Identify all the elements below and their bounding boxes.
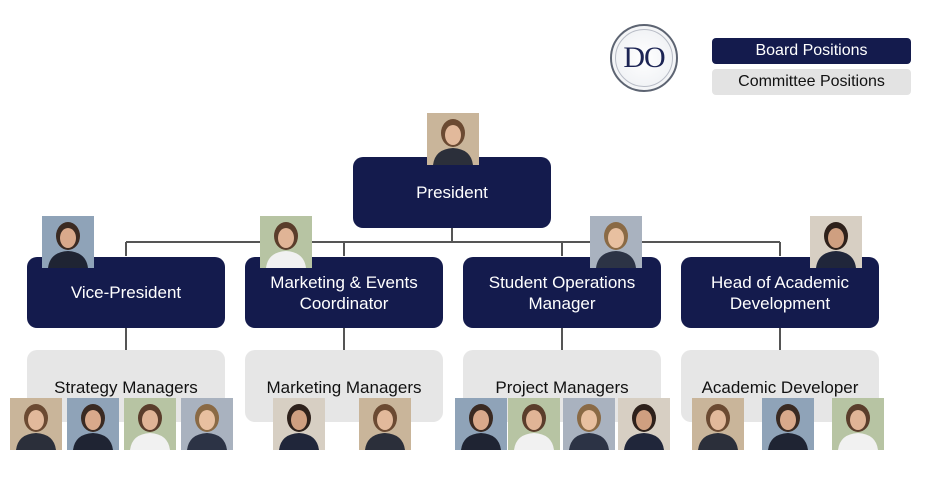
marketing-manager-photo (273, 398, 325, 450)
person-silhouette-icon (618, 398, 670, 450)
person-silhouette-icon (832, 398, 884, 450)
vice-president-box: Vice-President (27, 257, 225, 328)
person-silhouette-icon (124, 398, 176, 450)
person-silhouette-icon (10, 398, 62, 450)
strategy-manager-photo (124, 398, 176, 450)
project-manager-photo (563, 398, 615, 450)
strategy-manager-photo (181, 398, 233, 450)
person-silhouette-icon (762, 398, 814, 450)
operations-manager-photo (590, 216, 642, 268)
project-manager-photo (508, 398, 560, 450)
organization-logo: DO (610, 24, 678, 92)
person-silhouette-icon (563, 398, 615, 450)
project-manager-photo (455, 398, 507, 450)
marketing-coordinator-photo (260, 216, 312, 268)
person-silhouette-icon (455, 398, 507, 450)
academic-developer-photo (832, 398, 884, 450)
academic-developer-photo (762, 398, 814, 450)
person-silhouette-icon (427, 113, 479, 165)
marketing-manager-photo (359, 398, 411, 450)
person-silhouette-icon (273, 398, 325, 450)
person-silhouette-icon (42, 216, 94, 268)
person-silhouette-icon (260, 216, 312, 268)
academic-head-photo (810, 216, 862, 268)
legend-committee-positions: Committee Positions (712, 69, 911, 95)
legend-board-positions: Board Positions (712, 38, 911, 64)
president-photo (427, 113, 479, 165)
student-operations-manager-box: Student Operations Manager (463, 257, 661, 328)
person-silhouette-icon (67, 398, 119, 450)
marketing-events-coordinator-box: Marketing & Events Coordinator (245, 257, 443, 328)
strategy-manager-photo (10, 398, 62, 450)
person-silhouette-icon (359, 398, 411, 450)
person-silhouette-icon (181, 398, 233, 450)
person-silhouette-icon (692, 398, 744, 450)
strategy-manager-photo (67, 398, 119, 450)
person-silhouette-icon (508, 398, 560, 450)
person-silhouette-icon (590, 216, 642, 268)
project-manager-photo (618, 398, 670, 450)
president-box: President (353, 157, 551, 228)
academic-developer-photo (692, 398, 744, 450)
person-silhouette-icon (810, 216, 862, 268)
head-of-academic-development-box: Head of Academic Development (681, 257, 879, 328)
vice-president-photo (42, 216, 94, 268)
logo-text: DO (615, 29, 673, 87)
